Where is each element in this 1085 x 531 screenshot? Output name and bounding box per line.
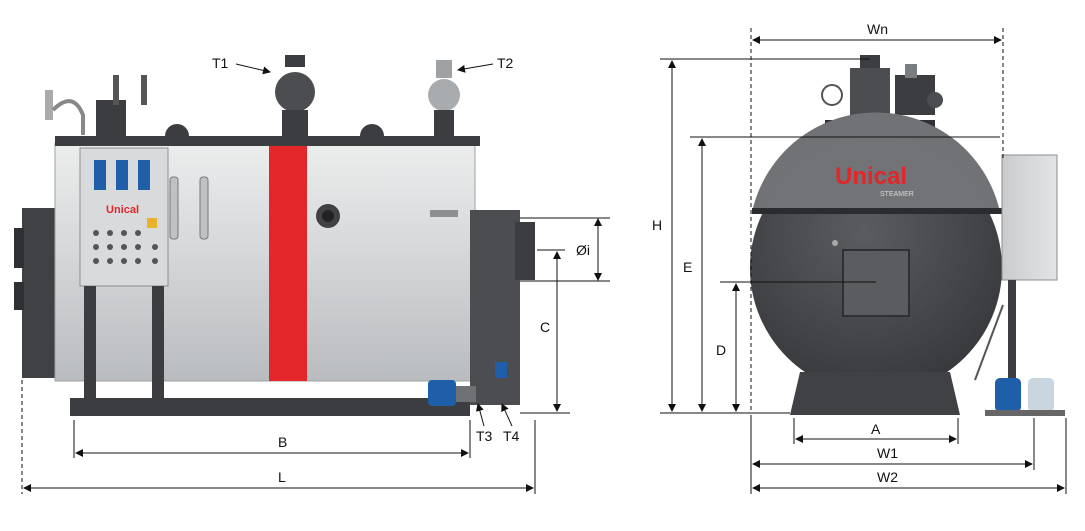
front-brand-sub: STEAMER: [880, 191, 914, 198]
valve-t1: [275, 55, 315, 138]
label-a: A: [871, 421, 881, 437]
label-wn: Wn: [867, 21, 888, 37]
label-t3: T3: [476, 428, 493, 444]
label-t2: T2: [497, 55, 514, 71]
front-view: Unical STEAMER Wn H E: [652, 21, 1067, 494]
front-pumps: [985, 378, 1065, 416]
label-diameter-i: Øi: [576, 242, 590, 258]
label-h: H: [652, 217, 662, 233]
front-base: [790, 372, 960, 415]
label-w1: W1: [877, 445, 898, 461]
label-t1: T1: [212, 55, 229, 71]
base-frame: [70, 398, 470, 416]
side-cabinet: [974, 154, 1058, 400]
front-brand: Unical: [835, 163, 907, 190]
side-view: Unical T1 T2 T3 T4: [14, 55, 610, 494]
control-panel: Unical: [79, 147, 169, 416]
feed-pump: [428, 362, 507, 406]
label-b: B: [278, 434, 287, 450]
front-inspection-door: [842, 249, 910, 317]
label-e: E: [683, 259, 692, 275]
label-t4: T4: [503, 428, 520, 444]
label-d: D: [716, 342, 726, 358]
label-l: L: [278, 469, 286, 485]
red-band: [269, 146, 307, 381]
panel-brand: Unical: [106, 204, 139, 216]
valve-t2: [428, 60, 460, 138]
label-w2: W2: [877, 469, 898, 485]
label-c: C: [540, 319, 550, 335]
